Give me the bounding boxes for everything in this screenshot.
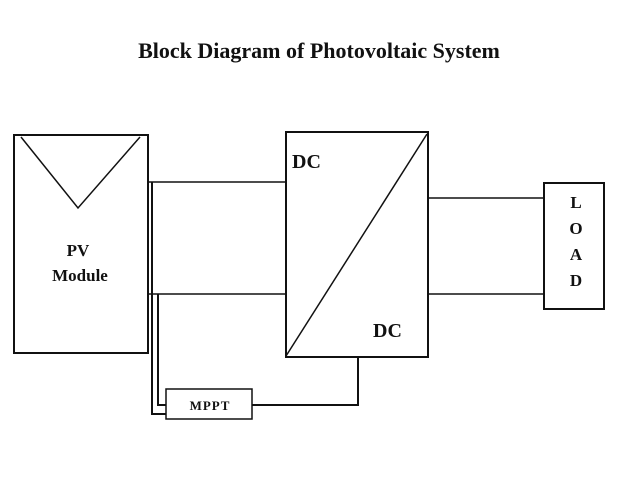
mppt-block: MPPT xyxy=(165,388,253,420)
pv-module-symbol xyxy=(20,136,141,210)
load-letter-l: L xyxy=(570,193,581,212)
wire-sense-voltage-bottom xyxy=(157,294,166,406)
pv-module-block: PV Module xyxy=(13,134,149,354)
mppt-label: MPPT xyxy=(190,398,231,413)
converter-diagonal xyxy=(285,133,428,357)
wire-sense-voltage-top xyxy=(151,182,166,415)
load-letter-o: O xyxy=(569,219,582,238)
connection-wires xyxy=(148,181,544,415)
pv-module-label-line2: Module xyxy=(52,266,108,285)
converter-input-label: DC xyxy=(292,151,321,173)
diagram-title: Block Diagram of Photovoltaic System xyxy=(138,38,500,63)
pv-module-box xyxy=(13,134,149,354)
load-letter-d: D xyxy=(570,271,582,290)
converter-output-label: DC xyxy=(373,320,402,342)
pv-module-label-line1: PV xyxy=(67,241,90,260)
load-box xyxy=(543,182,605,310)
wire-mppt-to-converter xyxy=(252,357,359,406)
load-block: L O A D xyxy=(543,182,605,310)
dc-dc-converter-block: DC DC xyxy=(285,131,429,358)
load-letter-a: A xyxy=(570,245,583,264)
